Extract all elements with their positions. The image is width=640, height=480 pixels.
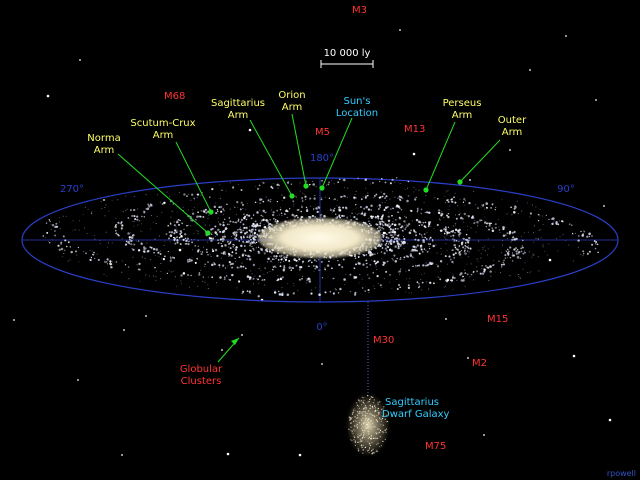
m5-label: M5 [315, 127, 330, 138]
m75-label: M75 [425, 441, 446, 452]
m30-label: M30 [373, 335, 394, 346]
outer-pointer [459, 139, 501, 183]
perseus-pointer [425, 121, 456, 191]
star [467, 357, 469, 359]
orion-pointer-tip [303, 183, 309, 189]
star [509, 149, 511, 151]
star [595, 99, 597, 101]
star [123, 329, 125, 331]
scale-bar: 10 000 ly [320, 48, 374, 68]
longitude-0-label: 0° [316, 322, 327, 333]
star [548, 258, 552, 262]
star [483, 434, 485, 436]
norma-pointer-tip [205, 230, 211, 236]
pointer-lines [117, 113, 501, 363]
star [399, 29, 401, 31]
star [79, 59, 81, 61]
m13-label: M13 [404, 124, 425, 135]
sun-pointer-tip [319, 185, 325, 191]
m2-label: M2 [472, 358, 487, 369]
m68-label: M68 [164, 91, 185, 102]
star [412, 152, 416, 156]
sun-pointer [321, 117, 353, 189]
star [298, 453, 302, 457]
scale-bar-label: 10 000 ly [324, 48, 371, 59]
background-stars [13, 29, 612, 457]
galactic-bulge [258, 218, 382, 258]
m15-label: M15 [487, 314, 508, 325]
longitude-180-label: 180° [310, 153, 334, 164]
star [321, 363, 323, 365]
star [221, 349, 223, 351]
star [46, 94, 50, 98]
sagittarius-dwarf-galaxy [346, 393, 390, 457]
sagittarius-pointer-tip [289, 193, 295, 199]
dwarf-galaxy-stars [348, 395, 389, 455]
m3-label: M3 [352, 5, 367, 16]
star [529, 69, 531, 71]
star [572, 354, 576, 358]
globular-pointer-arrowhead [231, 338, 239, 345]
perseus-pointer-tip [423, 187, 429, 193]
star [565, 35, 567, 37]
orion-pointer [291, 113, 307, 187]
credit-label: rpowell [607, 469, 636, 478]
star [178, 248, 182, 252]
star [241, 334, 243, 336]
star [226, 452, 230, 456]
longitude-90-label: 90° [557, 184, 575, 195]
star [608, 418, 612, 422]
sagittarius-pointer [249, 119, 293, 197]
norma-pointer [117, 153, 209, 234]
outer-pointer-tip [457, 179, 463, 185]
star [248, 128, 252, 132]
scutum-pointer [175, 141, 212, 213]
star [103, 199, 105, 201]
star [445, 318, 447, 320]
star [603, 205, 605, 207]
dwarf-galaxy-glow [346, 393, 390, 457]
star [13, 319, 15, 321]
star [145, 315, 147, 317]
scutum-pointer-tip [208, 209, 214, 215]
pointer-tips [205, 179, 463, 236]
longitude-270-label: 270° [60, 184, 84, 195]
star [121, 454, 123, 456]
galactic-disk [21, 177, 619, 303]
star [469, 179, 471, 181]
star [77, 379, 79, 381]
